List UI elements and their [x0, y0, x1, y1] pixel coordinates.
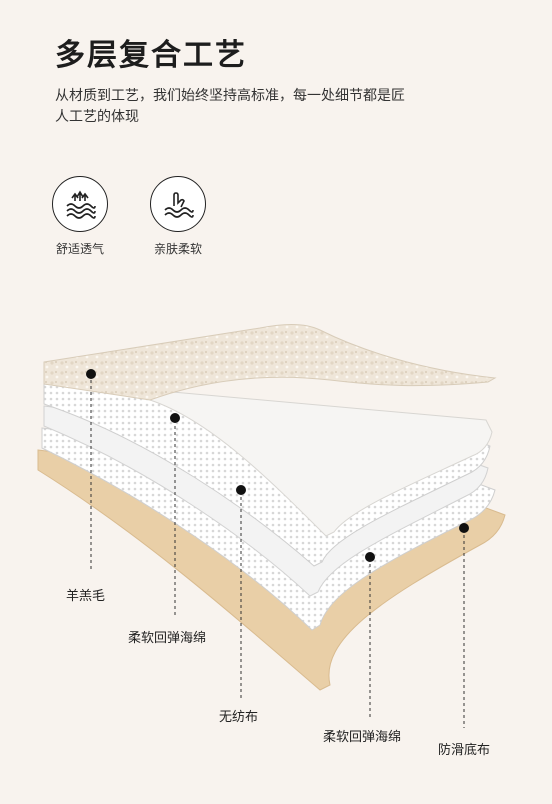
marker-dot — [86, 369, 96, 379]
layer-illustration — [0, 300, 552, 800]
marker-dot — [365, 552, 375, 562]
page-subtitle: 从材质到工艺，我们始终坚持高标准，每一处细节都是匠人工艺的体现 — [55, 88, 405, 125]
callout-foam-upper: 柔软回弹海绵 — [128, 631, 207, 646]
feature-label: 亲肤柔软 — [153, 242, 202, 256]
breathable-waves-icon — [52, 176, 108, 232]
callout-nonwoven: 无纺布 — [219, 710, 259, 725]
feature-label: 舒适透气 — [55, 242, 104, 256]
feature-list: 舒适透气 亲肤柔软 — [48, 176, 210, 257]
marker-dot — [236, 485, 246, 495]
page-title: 多层复合工艺 — [55, 38, 247, 73]
layer-inner-sheet — [149, 389, 493, 537]
callout-wool: 羊羔毛 — [66, 589, 106, 604]
marker-dot — [170, 413, 180, 423]
feature-soft: 亲肤柔软 — [146, 176, 210, 257]
feature-breathable: 舒适透气 — [48, 176, 112, 257]
hand-soft-touch-icon — [150, 176, 206, 232]
marker-dot — [459, 523, 469, 533]
layer-wool — [43, 324, 497, 401]
callout-foam-lower: 柔软回弹海绵 — [323, 730, 402, 745]
callout-base: 防滑底布 — [438, 743, 491, 758]
